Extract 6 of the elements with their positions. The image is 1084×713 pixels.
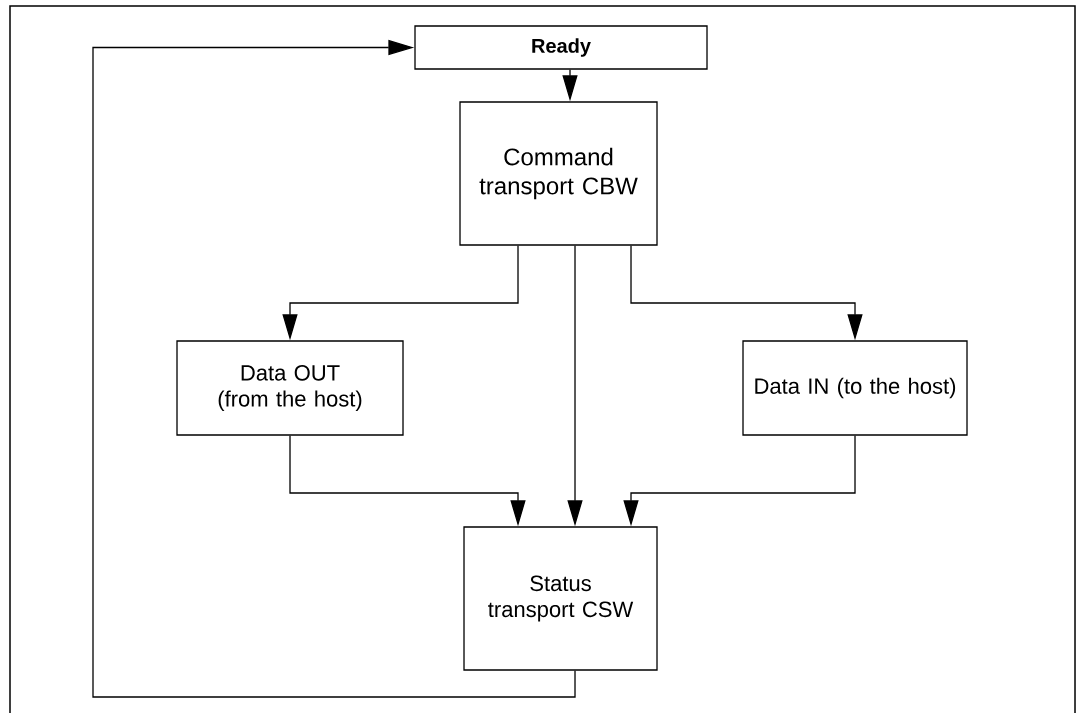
process-box: Data OUT (from the host) <box>176 340 404 436</box>
arrow <box>92 39 576 698</box>
process-box: Status transport CSW <box>463 526 658 671</box>
terminal-box: Ready <box>414 25 708 70</box>
process-box: Data IN (to the host) <box>742 340 968 436</box>
process-box: Command transport CBW <box>459 101 658 246</box>
